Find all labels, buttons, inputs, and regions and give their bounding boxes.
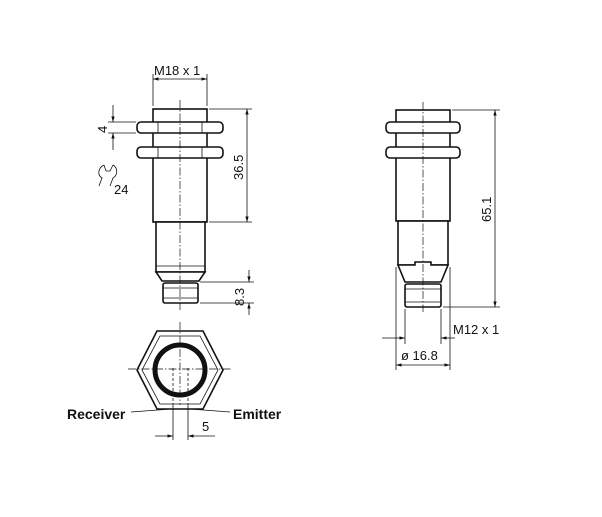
dimension-axis-spacing: 5 [155,419,215,438]
emitter-label: Emitter [233,406,282,422]
receiver-label: Receiver [67,406,126,422]
dimension-thread-left: M18 x 1 [152,63,208,106]
thread-left-label: M18 x 1 [154,63,200,78]
wrench-icon: 24 [98,164,128,197]
thread-length-label: 36.5 [231,155,246,180]
dimension-total-length: 65.1 [443,109,500,308]
sensor-side-view-left [136,100,224,310]
wrench-size-label: 24 [114,182,128,197]
nut-height-label: 4 [95,126,110,133]
diameter-label: ø 16.8 [401,348,438,363]
dimension-thread-length: 36.5 [209,108,252,223]
sensor-side-view-right [385,102,461,312]
dimension-nut-height: 4 [95,105,136,150]
receiver-callout: Receiver [67,406,172,422]
connector-thread-label: M12 x 1 [453,322,499,337]
connector-length-label: 8.3 [232,288,247,306]
dimension-connector-thread: M12 x 1 [382,309,499,344]
sensor-front-view [128,322,232,440]
total-length-label: 65.1 [479,197,494,222]
axis-spacing-label: 5 [202,419,209,434]
emitter-callout: Emitter [189,406,282,422]
dimension-diameter: ø 16.8 [395,267,451,370]
dimension-connector-length: 8.3 [200,270,254,315]
